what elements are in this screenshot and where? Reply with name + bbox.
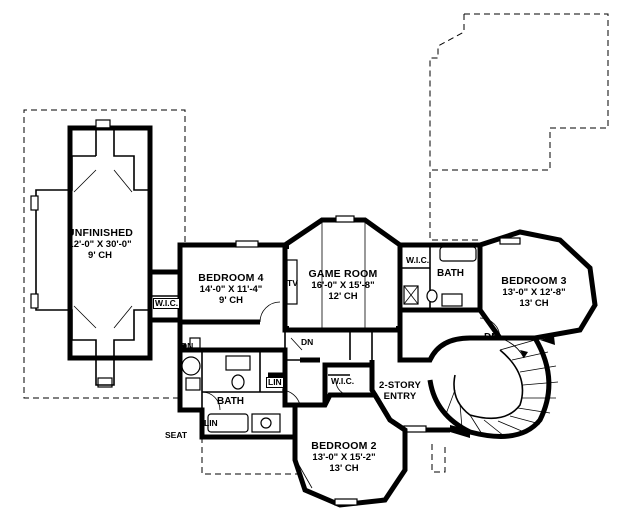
room-dims: 13'-0" X 15'-2" <box>312 452 376 463</box>
room-name: BEDROOM 3 <box>501 275 567 287</box>
room-ceiling: 9' CH <box>219 295 243 306</box>
linen-closet-1-label: LIN <box>266 377 284 388</box>
lower-bath-walls <box>177 322 295 440</box>
down-stair-label: DN <box>484 332 499 343</box>
room-dims: 16'-0" X 15'-8" <box>311 280 375 291</box>
room-dims: 14'-0" X 11'-4" <box>199 284 263 295</box>
room-ceiling: 9' CH <box>88 250 112 261</box>
wic-bedroom-3-label: W.I.C. <box>406 255 430 265</box>
wic-bedroom-2-label: W.I.C. <box>331 376 355 386</box>
linen-closet-2-label: LIN <box>204 418 218 428</box>
room-dims: 12'-0" X 30'-0" <box>68 239 132 250</box>
bedroom-4-walls <box>147 240 285 325</box>
room-name: UNFINISHED <box>66 227 134 239</box>
down-game-room-label: DN <box>301 337 314 347</box>
room-name: GAME ROOM <box>308 268 378 280</box>
down-hall-label: DN <box>181 341 194 351</box>
entry-label-line2: ENTRY <box>383 391 417 402</box>
bedroom-2-walls <box>281 362 408 508</box>
wic-bedroom-4-label: W.I.C. <box>153 298 181 309</box>
dashed-outline-upper-right <box>429 13 609 241</box>
dashed-outline-bottom-right <box>431 444 446 473</box>
bath-upper-label: BATH <box>437 268 465 279</box>
unfinished-room-walls <box>30 119 153 388</box>
bedroom-2-label: BEDROOM 2 13'-0" X 15'-2" 13' CH <box>311 440 377 475</box>
bedroom-4-label: BEDROOM 4 14'-0" X 11'-4" 9' CH <box>198 272 264 307</box>
room-name: BEDROOM 2 <box>311 440 377 452</box>
bedroom-3-label: BEDROOM 3 13'-0" X 12'-8" 13' CH <box>501 275 567 310</box>
spiral-stair <box>427 336 559 439</box>
entry-label: 2-STORY ENTRY <box>379 380 421 402</box>
room-dims: 13'-0" X 12'-8" <box>502 287 566 298</box>
dashed-outline-bottom <box>201 437 300 475</box>
game-room-label: GAME ROOM 16'-0" X 15'-8" 12' CH <box>308 268 378 303</box>
unfinished-label: UNFINISHED 12'-0" X 30'-0" 9' CH <box>66 227 134 262</box>
room-ceiling: 12' CH <box>328 291 358 302</box>
bath-lower-label: BATH <box>217 396 245 407</box>
room-ceiling: 13' CH <box>329 463 359 474</box>
dashed-outline-left <box>23 109 186 399</box>
bedroom-3-suite-walls <box>397 229 598 341</box>
room-ceiling: 13' CH <box>519 298 549 309</box>
hall-curved-wall <box>397 330 500 363</box>
tv-label: TV <box>287 278 298 288</box>
seat-label: SEAT <box>165 430 188 440</box>
entry-label-line1: 2-STORY <box>378 380 422 391</box>
room-name: BEDROOM 4 <box>198 272 264 284</box>
